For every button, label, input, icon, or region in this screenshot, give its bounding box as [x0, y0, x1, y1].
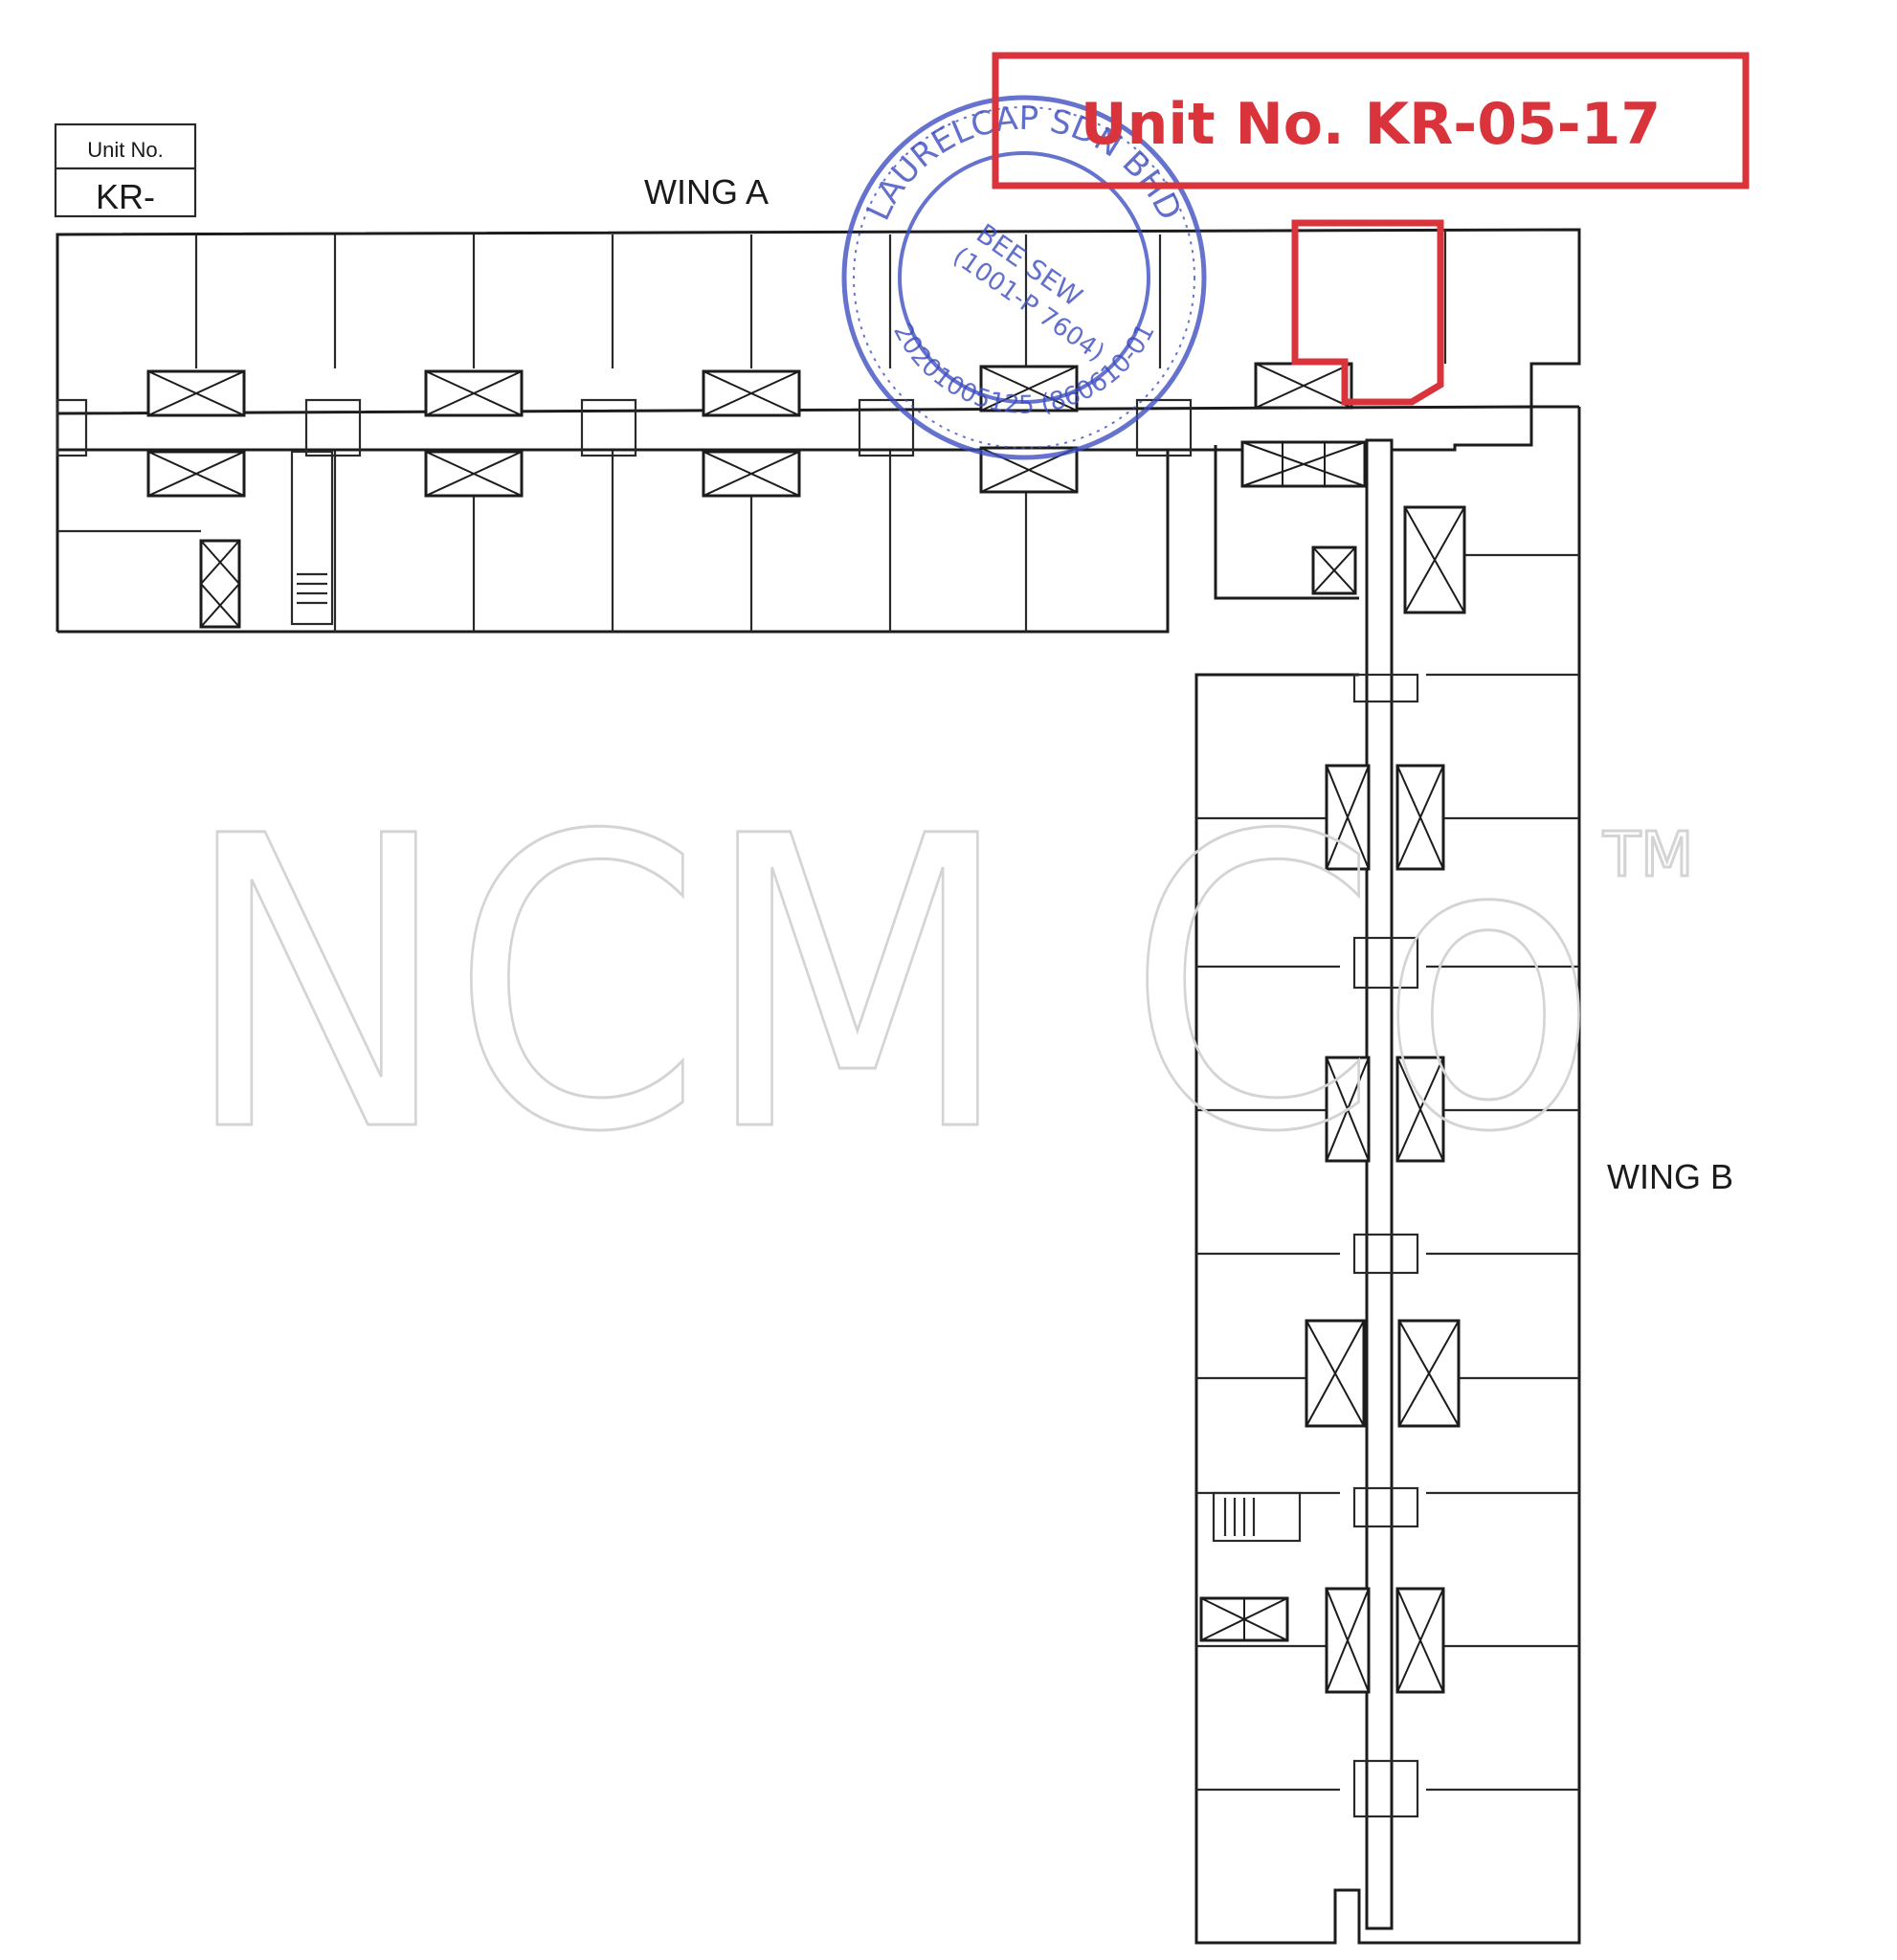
unit-title-text: Unit No. KR-05-17 — [1081, 91, 1661, 158]
stair-a — [290, 450, 334, 626]
lift-b-11 — [1395, 1587, 1445, 1694]
lift-b-2 — [1403, 505, 1466, 614]
lift-b-10 — [1325, 1587, 1371, 1694]
lift-a-7 — [424, 450, 524, 498]
lift-a-5 — [1254, 362, 1353, 410]
lift-a-1 — [146, 369, 246, 417]
unit-number-value: KR- — [96, 177, 155, 216]
lift-a-6 — [146, 450, 246, 498]
wing-b-label: WING B — [1607, 1157, 1733, 1196]
lift-shafts — [146, 362, 1466, 1694]
lift-a-8 — [702, 450, 801, 498]
lift-a-10 — [199, 539, 241, 629]
lift-b-9 — [1199, 1596, 1289, 1642]
watermark-text: NCM Co — [182, 752, 1598, 1220]
lift-a-3 — [702, 369, 801, 417]
lift-a-2 — [424, 369, 524, 417]
lift-b-0 — [1240, 440, 1367, 488]
lift-b-5 — [1325, 1056, 1371, 1163]
wing-a-label: WING A — [644, 172, 769, 212]
lift-b-1 — [1311, 546, 1357, 595]
lift-b-7 — [1305, 1319, 1366, 1428]
unit-title-box: Unit No. KR-05-17 — [992, 52, 1750, 189]
highlighted-unit-outline — [1291, 219, 1444, 406]
lift-b-6 — [1395, 1056, 1445, 1163]
watermark-tm: TM — [1602, 820, 1693, 891]
watermark: NCM Co TM — [181, 751, 1695, 1222]
unit-number-box: Unit No. KR- — [54, 122, 197, 218]
stair-b — [1212, 1491, 1302, 1543]
wing-b-block — [1194, 407, 1581, 1945]
lift-b-4 — [1395, 764, 1445, 871]
unit-number-caption: Unit No. — [87, 138, 163, 162]
lift-b-3 — [1325, 764, 1371, 871]
lift-b-8 — [1397, 1319, 1461, 1428]
